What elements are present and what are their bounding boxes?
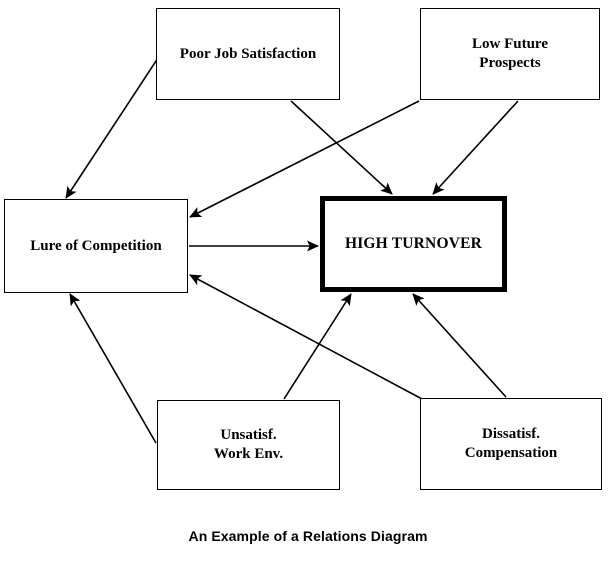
node-label-low-future-prospects: Low Future Prospects (472, 36, 548, 71)
node-low-future-prospects[interactable]: Low Future Prospects (420, 8, 600, 100)
edge-low-future-to-lure (189, 100, 420, 218)
node-unsatisf-work-env[interactable]: Unsatisf. Work Env. (157, 400, 340, 490)
node-dissatisf-compensation[interactable]: Dissatisf. Compensation (420, 398, 602, 490)
node-label-poor-job-satisfaction: Poor Job Satisfaction (179, 45, 317, 62)
node-label-unsatisf-work-env: Unsatisf. Work Env. (213, 427, 284, 462)
node-label-lure-of-competition: Lure of Competition (30, 237, 162, 254)
edge-low-future-to-turnover (432, 100, 519, 195)
node-poor-job-satisfaction[interactable]: Poor Job Satisfaction (156, 8, 340, 100)
edge-poor-job-to-lure (65, 57, 159, 199)
edge-poor-job-to-turnover (290, 100, 393, 195)
edge-dissatisf-to-turnover (412, 293, 507, 398)
edge-unsatisf-to-turnover (283, 293, 352, 400)
edge-dissatisf-to-lure (189, 274, 423, 400)
node-lure-of-competition[interactable]: Lure of Competition (4, 199, 188, 293)
node-label-dissatisf-compensation: Dissatisf. Compensation (464, 426, 558, 461)
node-high-turnover[interactable]: HIGH TURNOVER (320, 196, 507, 292)
edge-layer (65, 57, 519, 444)
edge-unsatisf-to-lure (69, 293, 157, 444)
diagram-caption: An Example of a Relations Diagram (188, 528, 428, 544)
node-label-high-turnover: HIGH TURNOVER (344, 235, 483, 253)
